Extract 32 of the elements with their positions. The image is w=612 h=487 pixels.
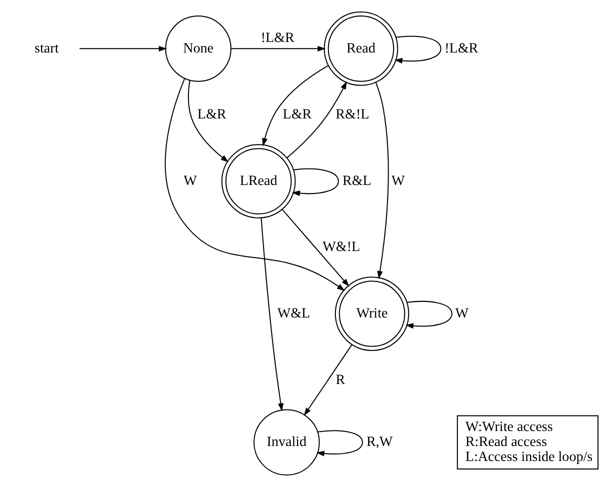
node-circle: Read — [324, 12, 398, 86]
node-text: start — [34, 40, 59, 56]
arrow — [231, 46, 326, 52]
edge-label: R&L — [342, 172, 372, 189]
arrow — [282, 209, 350, 287]
edge-label: L&R — [197, 106, 226, 123]
edge-label: R — [336, 372, 346, 388]
arrow — [188, 80, 229, 162]
arrow — [304, 344, 352, 416]
arrow — [316, 430, 363, 456]
node-box: W:Write access R:Read access L:Access inside loop/s — [456, 415, 598, 470]
arrow — [292, 168, 339, 196]
arrow — [80, 46, 167, 52]
arrow — [405, 300, 452, 329]
arrow — [286, 81, 347, 158]
edge-label: W — [392, 172, 405, 189]
edge-label: R&!L — [336, 106, 370, 123]
edge-label: W&L — [277, 306, 310, 322]
arrow — [262, 65, 328, 146]
edge-label: L&R — [282, 106, 312, 123]
node-circle: None — [165, 16, 232, 82]
arrow — [394, 36, 442, 64]
edge-label: W — [184, 172, 197, 189]
edge-label: R,W — [366, 434, 393, 450]
edge-label: !L&R — [444, 40, 478, 56]
arrow — [375, 82, 389, 280]
edge-label: !L&R — [260, 30, 294, 46]
node-circle: Invalid — [254, 409, 320, 476]
arrow — [164, 78, 345, 291]
arrow — [260, 218, 284, 412]
edge-label: W — [455, 306, 469, 322]
edge-label: W&!L — [322, 239, 360, 256]
